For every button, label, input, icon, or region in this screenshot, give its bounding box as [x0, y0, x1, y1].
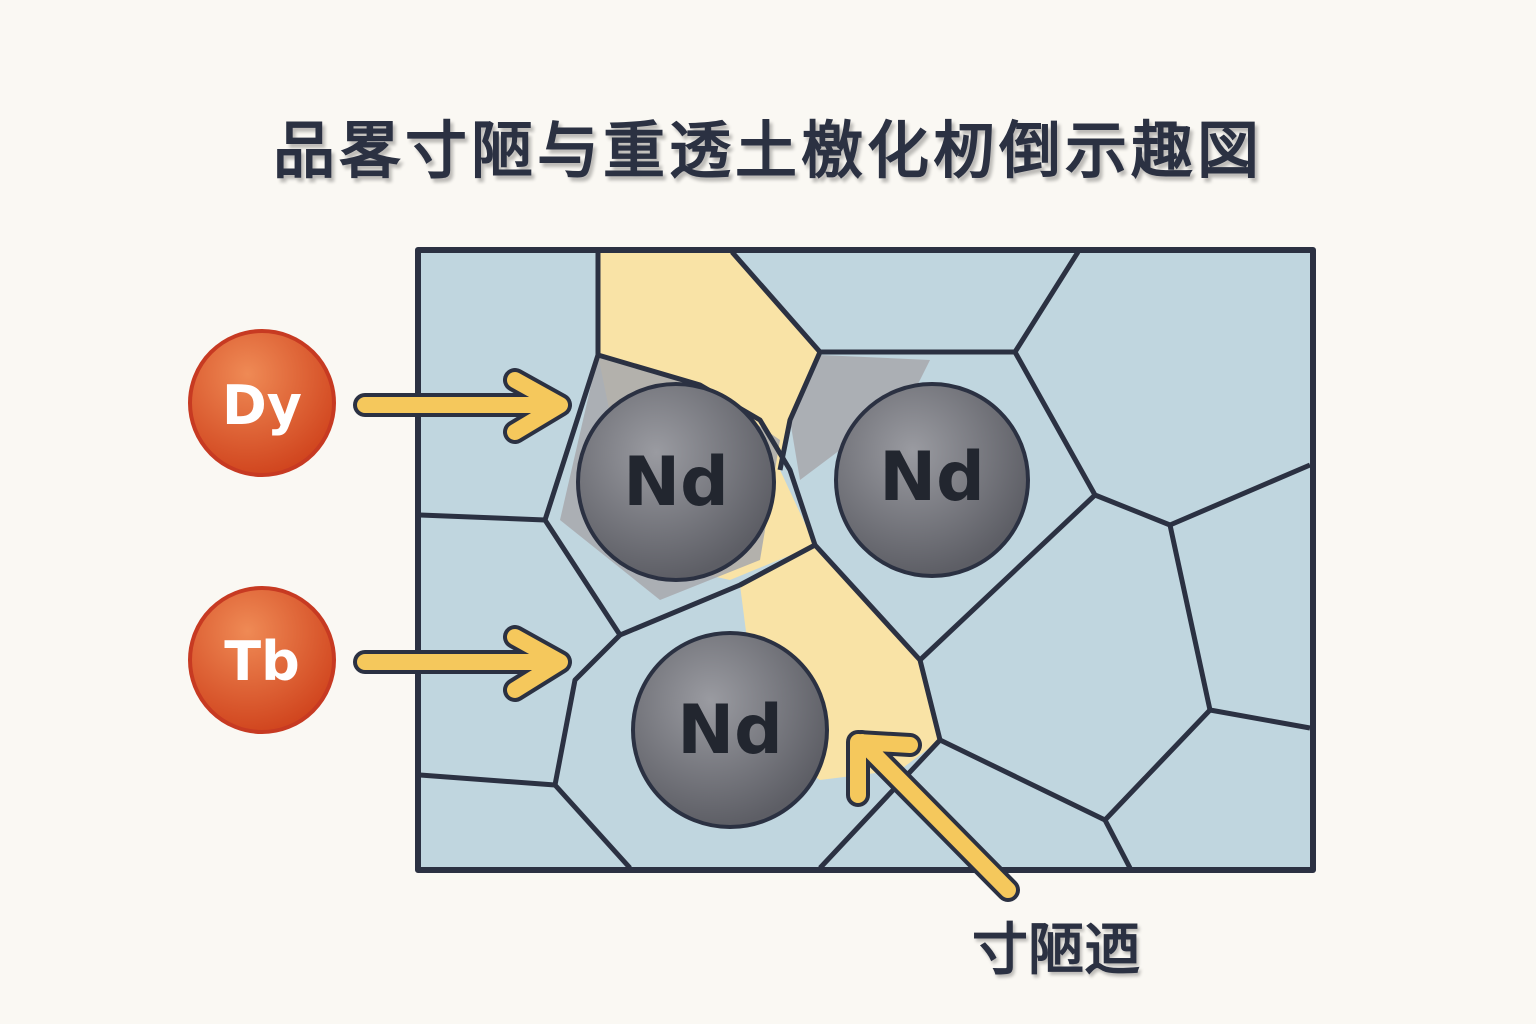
nd-label: Nd [879, 438, 985, 517]
tb-label: Tb [224, 630, 300, 693]
dy-label: Dy [222, 374, 302, 437]
arrow-dy [353, 368, 572, 444]
grain-boundary-label: 寸陋迺 [972, 918, 1140, 983]
dy-atom: Dy [188, 329, 336, 477]
nd-atom-1: Nd [576, 382, 776, 582]
nd-label: Nd [623, 443, 729, 522]
nd-atom-2: Nd [834, 382, 1030, 578]
arrow-boundary [846, 730, 1020, 902]
arrows [353, 368, 1020, 902]
nd-atom-3: Nd [631, 631, 829, 829]
tb-atom: Tb [188, 586, 336, 734]
diagram-title: 品畧寸陋与重透土檄化杒倒示趣図 [272, 114, 1263, 187]
nd-label: Nd [677, 691, 783, 770]
arrow-tb [353, 625, 572, 702]
